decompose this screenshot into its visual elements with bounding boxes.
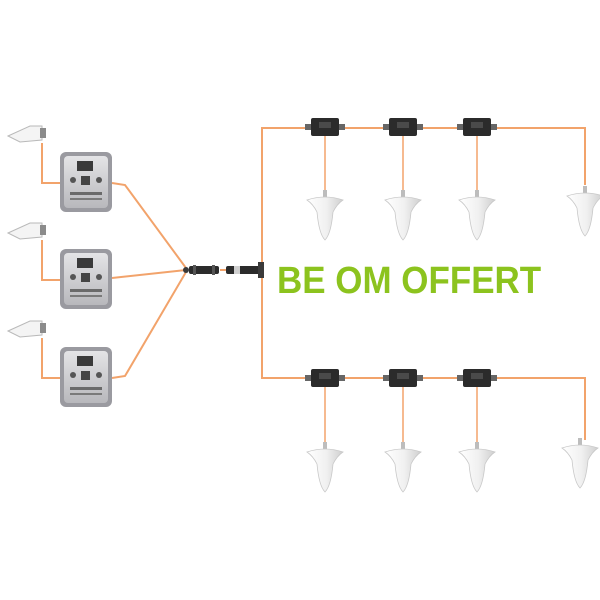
repeater-1: [60, 152, 112, 212]
combiner-icon: [183, 265, 219, 275]
donor-cables: [41, 143, 62, 379]
ceiling-dome-antenna-icon: [306, 442, 344, 493]
lower-splitter-3: [457, 369, 497, 387]
donor-antenna-2: [6, 222, 46, 240]
repeater-cable-2: [111, 269, 187, 279]
drop-cables: [324, 134, 478, 444]
repeater-unit-icon: [60, 249, 112, 309]
donor-cable-1: [41, 143, 62, 184]
repeater-unit-icon: [60, 347, 112, 407]
splitter-icon: [457, 118, 497, 136]
panel-antenna-icon: [6, 125, 46, 143]
ceiling-antenna-lower-2: [384, 442, 422, 493]
repeater-cables: [111, 182, 187, 379]
inline-connector: [226, 262, 264, 278]
splitter-icon: [383, 118, 423, 136]
ceiling-dome-antenna-icon: [458, 442, 496, 493]
splitter-icon: [383, 369, 423, 387]
repeater-unit-icon: [60, 152, 112, 212]
donor-cable-2: [41, 240, 62, 281]
ceiling-antenna-lower-4: [561, 438, 599, 489]
ceiling-antenna-lower-3: [458, 442, 496, 493]
ceiling-dome-antenna-icon: [458, 190, 496, 241]
ceiling-dome-antenna-icon: [566, 186, 600, 237]
ceiling-dome-antenna-icon: [561, 438, 599, 489]
repeater-2: [60, 249, 112, 309]
splitter-icon: [305, 118, 345, 136]
lower-splitter-1: [305, 369, 345, 387]
ceiling-dome-antenna-icon: [384, 190, 422, 241]
donor-antenna-1: [6, 125, 46, 143]
ceiling-dome-antenna-icon: [384, 442, 422, 493]
ceiling-antenna-lower-1: [306, 442, 344, 493]
ceiling-antenna-upper-2: [384, 190, 422, 241]
upper-splitter-1: [305, 118, 345, 136]
donor-cable-3: [41, 338, 62, 379]
panel-antenna-icon: [6, 320, 46, 338]
repeater-3: [60, 347, 112, 407]
ceiling-antenna-upper-1: [306, 190, 344, 241]
repeater-cable-3: [111, 271, 187, 379]
repeater-cable-1: [111, 182, 187, 269]
splitter-icon: [305, 369, 345, 387]
headline-text[interactable]: BE OM OFFERT: [277, 260, 542, 302]
panel-antenna-icon: [6, 222, 46, 240]
combiner: [183, 265, 219, 275]
ceiling-dome-antenna-icon: [306, 190, 344, 241]
upper-splitter-3: [457, 118, 497, 136]
lower-splitter-2: [383, 369, 423, 387]
donor-antenna-3: [6, 320, 46, 338]
ceiling-antenna-upper-4: [566, 186, 600, 237]
ceiling-antenna-upper-3: [458, 190, 496, 241]
splitter-icon: [457, 369, 497, 387]
upper-splitter-2: [383, 118, 423, 136]
